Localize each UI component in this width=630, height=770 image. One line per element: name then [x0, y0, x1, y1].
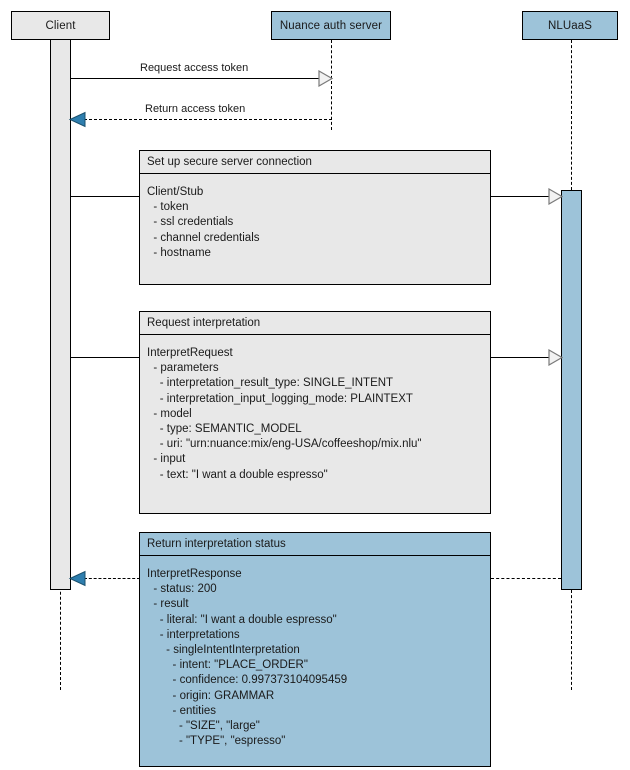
- participant-client[interactable]: Client: [11, 11, 110, 40]
- fragment-response-title: Return interpretation status: [140, 533, 490, 556]
- participant-auth-server-label: Nuance auth server: [279, 19, 383, 32]
- activation-bar-client: [50, 39, 71, 590]
- fragment-request-line-5: - type: SEMANTIC_MODEL: [147, 423, 302, 436]
- participant-nluaas[interactable]: NLUaaS: [522, 11, 618, 40]
- lifeline-auth-server: [331, 40, 332, 130]
- fragment-setup-line-1: - token: [147, 201, 189, 214]
- message-line-return-interpretation-left: [84, 578, 140, 579]
- fragment-response-line-3: - literal: "I want a double espresso": [147, 613, 337, 626]
- fragment-request-line-4: - model: [147, 407, 192, 420]
- message-line-setup-connection-right: [491, 196, 553, 197]
- fragment-response-line-1: - status: 200: [147, 583, 217, 596]
- fragment-request-interpretation[interactable]: Request interpretation InterpretRequest …: [139, 311, 491, 514]
- lifeline-nluaas: [571, 40, 572, 190]
- fragment-response-line-10: - "SIZE", "large": [147, 720, 260, 733]
- fragment-setup-line-2: - ssl credentials: [147, 216, 234, 229]
- message-line-request-access-token: [71, 78, 322, 79]
- message-line-request-interpretation: [71, 357, 140, 358]
- fragment-setup-secure-server-connection[interactable]: Set up secure server connection Client/S…: [139, 150, 491, 285]
- fragment-response-line-5: - singleIntentInterpretation: [147, 644, 300, 657]
- fragment-setup-body: Client/Stub - token - ssl credentials - …: [140, 174, 490, 268]
- fragment-response-line-11: - "TYPE", "espresso": [147, 735, 286, 748]
- fragment-request-line-3: - interpretation_input_logging_mode: PLA…: [147, 392, 413, 405]
- fragment-request-line-1: - parameters: [147, 362, 219, 375]
- message-line-request-interpretation-right: [491, 357, 553, 358]
- message-line-return-access-token: [84, 119, 332, 120]
- message-line-return-interpretation-right: [491, 578, 561, 579]
- participant-auth-server[interactable]: Nuance auth server: [271, 11, 391, 40]
- fragment-setup-line-4: - hostname: [147, 246, 211, 259]
- fragment-request-line-2: - interpretation_result_type: SINGLE_INT…: [147, 377, 394, 390]
- arrowhead-open-request-interpretation: [548, 348, 564, 371]
- fragment-response-line-9: - entities: [147, 704, 217, 717]
- fragment-response-line-2: - result: [147, 598, 189, 611]
- fragment-request-title: Request interpretation: [140, 312, 490, 335]
- message-line-setup-connection: [71, 196, 140, 197]
- fragment-setup-line-3: - channel credentials: [147, 231, 260, 244]
- fragment-response-line-7: - confidence: 0.997373104095459: [147, 674, 348, 687]
- arrowhead-open-setup-connection: [548, 187, 564, 210]
- fragment-setup-title: Set up secure server connection: [140, 151, 490, 174]
- fragment-response-line-4: - interpretations: [147, 628, 240, 641]
- fragment-request-line-8: - text: "I want a double espresso": [147, 468, 328, 481]
- activation-bar-nluaas: [561, 190, 582, 590]
- fragment-response-body: InterpretResponse - status: 200 - result…: [140, 556, 490, 756]
- participant-nluaas-label: NLUaaS: [547, 19, 593, 32]
- arrowhead-filled-return-access-token: [68, 111, 86, 133]
- message-label-return-access-token: Return access token: [145, 103, 246, 115]
- arrowhead-filled-return-interpretation: [68, 570, 86, 592]
- fragment-request-body: InterpretRequest - parameters - interpre…: [140, 335, 490, 490]
- fragment-request-line-7: - input: [147, 453, 186, 466]
- fragment-request-line-6: - uri: "urn:nuance:mix/eng-USA/coffeesho…: [147, 438, 422, 451]
- fragment-return-interpretation-status[interactable]: Return interpretation status InterpretRe…: [139, 532, 491, 767]
- arrowhead-open-request-access-token: [318, 69, 334, 92]
- fragment-response-line-6: - intent: "PLACE_ORDER": [147, 659, 308, 672]
- lifeline-nluaas-lower: [571, 590, 572, 690]
- message-label-request-access-token: Request access token: [140, 62, 249, 74]
- participant-client-label: Client: [45, 19, 76, 32]
- fragment-response-line-8: - origin: GRAMMAR: [147, 689, 275, 702]
- fragment-response-line-0: InterpretResponse: [147, 568, 242, 580]
- fragment-request-line-0: InterpretRequest: [147, 347, 233, 359]
- fragment-setup-line-0: Client/Stub: [147, 186, 204, 198]
